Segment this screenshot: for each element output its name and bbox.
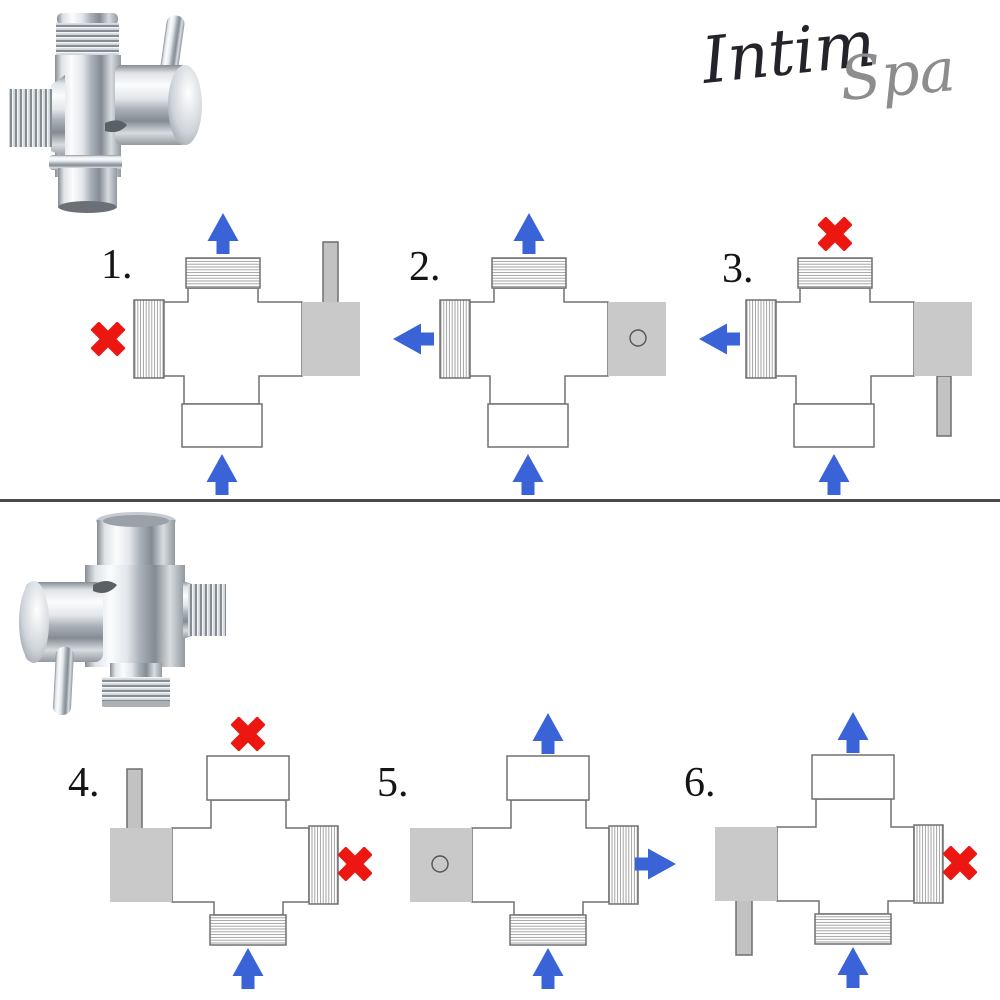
step-label-2: 2. (409, 244, 441, 290)
section-divider (0, 499, 1000, 502)
brand-logo: Intim Spa (690, 7, 995, 115)
brand-logo-spa: Spa (837, 35, 959, 115)
step-label-4: 4. (68, 760, 100, 806)
diagram-3-schematic (699, 216, 972, 495)
diagram-1-schematic (90, 213, 360, 495)
product-photo-bottom (19, 512, 226, 715)
step-label-3: 3. (722, 246, 754, 292)
diagram-5-schematic (410, 713, 676, 989)
step-label-5: 5. (377, 760, 409, 806)
step-label-1: 1. (101, 242, 133, 288)
diagram-4-schematic (110, 716, 373, 989)
diagram-2-schematic (393, 213, 666, 495)
valve-top-illustration (9, 13, 202, 213)
step-label-6: 6. (684, 760, 716, 806)
valve-bottom-illustration (19, 512, 226, 715)
product-photo-top (9, 13, 202, 213)
diagram-6-schematic (715, 712, 978, 988)
